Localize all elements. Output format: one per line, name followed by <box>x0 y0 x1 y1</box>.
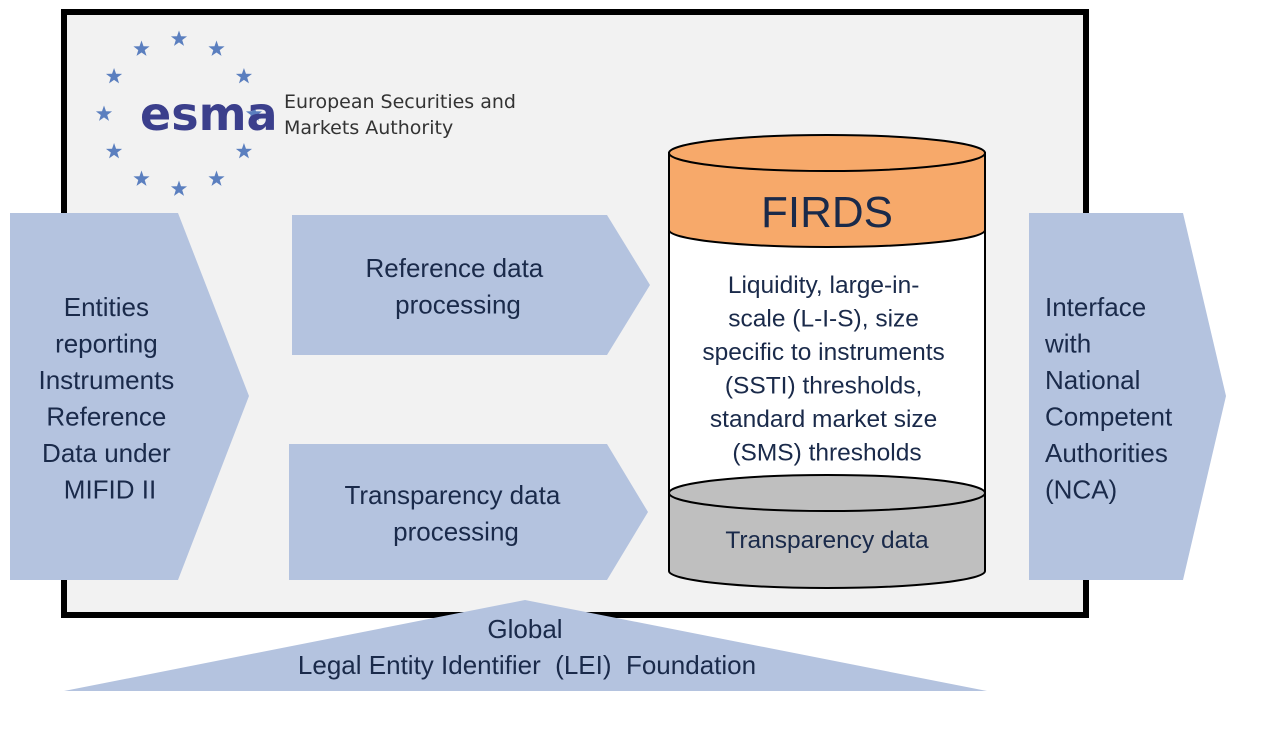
eu-stars-icon <box>95 30 263 196</box>
database-description: Liquidity, large-in- scale (L-I-S), size… <box>702 272 951 467</box>
entities-line-4: Reference <box>46 402 166 432</box>
star-icon <box>235 68 253 84</box>
nca-line-5: Authorities <box>1045 438 1168 468</box>
ref-line-1: Reference data <box>365 253 543 283</box>
transparency-processing-arrow <box>289 444 648 580</box>
entities-reporting-arrow <box>10 213 249 580</box>
nca-line-1: Interface <box>1045 292 1146 322</box>
foundation-line1: Global <box>487 614 562 644</box>
firds-database: FIRDS Liquidity, large-in- scale (L-I-S)… <box>668 134 986 589</box>
nca-line-3: National <box>1045 365 1140 395</box>
ref-line-2: processing <box>395 290 521 320</box>
trans-line-1: Transparency data <box>344 480 560 510</box>
firds-title: FIRDS <box>761 188 893 237</box>
star-icon <box>105 68 123 84</box>
entities-line-1: Entities <box>64 292 149 322</box>
star-icon <box>95 105 113 121</box>
nca-line-4: Competent <box>1045 402 1173 432</box>
nca-line-6: (NCA) <box>1045 475 1117 505</box>
reference-processing-arrow <box>292 215 650 355</box>
entities-line-6: MIFID II <box>64 475 156 505</box>
star-icon <box>208 170 225 186</box>
lei-foundation-triangle <box>64 600 987 691</box>
logo-wordmark: esma <box>140 87 278 141</box>
db-line-5: standard market size <box>710 406 937 433</box>
transparency-data-top-ellipse <box>668 474 986 512</box>
firds-header-section <box>668 152 986 248</box>
reference-processing-label: Reference data processing <box>365 253 550 320</box>
logo-name-line2: Markets Authority <box>284 117 453 139</box>
star-icon <box>208 40 225 56</box>
star-icon <box>105 143 123 159</box>
nca-interface-arrow <box>1029 213 1226 580</box>
esma-logo: esma European Securities and Markets Aut… <box>95 30 516 196</box>
db-line-3: specific to instruments <box>702 339 944 366</box>
star-icon <box>245 105 263 121</box>
star-icon <box>235 143 253 159</box>
db-line-4: (SSTI) thresholds, <box>725 373 922 400</box>
db-line-2: scale (L-I-S), size <box>728 306 919 333</box>
star-icon <box>170 30 188 46</box>
star-icon <box>133 170 150 186</box>
foundation-line2: Legal Entity Identifier (LEI) Foundation <box>298 650 756 680</box>
nca-interface-label: Interface with National Competent Author… <box>1044 292 1179 505</box>
entities-reporting-label: Entities reporting Instruments Reference… <box>38 292 181 505</box>
db-line-6: (SMS) thresholds <box>732 440 921 467</box>
transparency-processing-label: Transparency data processing <box>344 480 567 547</box>
trans-line-2: processing <box>393 517 519 547</box>
logo-name-line1: European Securities and <box>284 91 516 113</box>
nca-line-2: with <box>1044 329 1091 359</box>
db-line-1: Liquidity, large-in- <box>728 272 920 299</box>
database-top-ellipse <box>668 134 986 172</box>
entities-line-2: reporting <box>55 329 158 359</box>
star-icon <box>170 180 188 196</box>
entities-line-5: Data under <box>42 438 171 468</box>
transparency-data-label: Transparency data <box>725 527 929 554</box>
star-icon <box>133 40 150 56</box>
entities-line-3: Instruments <box>38 365 174 395</box>
transparency-data-section <box>668 492 986 589</box>
